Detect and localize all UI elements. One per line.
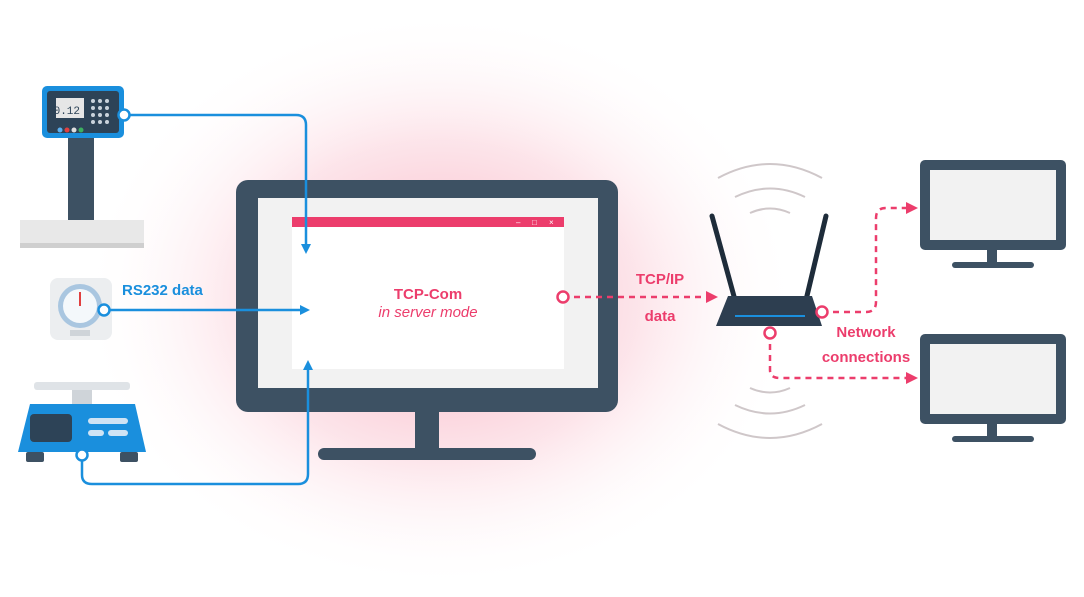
pressure-gauge-icon (50, 278, 112, 340)
window-titlebar (292, 217, 564, 227)
wifi-waves-icon (717, 163, 823, 439)
client-monitor-1 (920, 160, 1066, 268)
port-icon (556, 290, 570, 304)
scale-to-app-line (124, 113, 311, 254)
app-title: TCP-Com (394, 286, 462, 303)
port-icon (97, 303, 111, 317)
bench-to-app-line (80, 360, 313, 486)
tcp-com-window[interactable]: – □ × TCP-Com in server mode (292, 217, 564, 369)
tcpip-label: TCP/IP (636, 271, 684, 288)
connections-label: connections (822, 349, 910, 366)
router-icon (709, 213, 829, 326)
tcpip-data-label: data (645, 308, 677, 325)
router-to-pc1-line (822, 202, 918, 314)
client-monitor-2 (920, 334, 1066, 442)
router-to-pc2-line (768, 333, 918, 384)
port-icon (117, 108, 131, 122)
port-icon (763, 326, 777, 340)
rs232-connections (80, 113, 313, 486)
network-label: Network (836, 324, 896, 341)
maximize-icon[interactable]: □ (532, 218, 537, 227)
port-icon (75, 448, 89, 462)
platform-scale-icon: 0.12 (20, 86, 144, 248)
close-icon[interactable]: × (549, 218, 554, 227)
bench-scale-icon (18, 382, 146, 462)
network-connections (563, 202, 918, 384)
rs232-label: RS232 data (122, 282, 204, 299)
app-mode: in server mode (378, 304, 477, 321)
scale-display: 0.12 (54, 106, 80, 118)
port-icon (815, 305, 829, 319)
minimize-icon[interactable]: – (516, 218, 521, 227)
